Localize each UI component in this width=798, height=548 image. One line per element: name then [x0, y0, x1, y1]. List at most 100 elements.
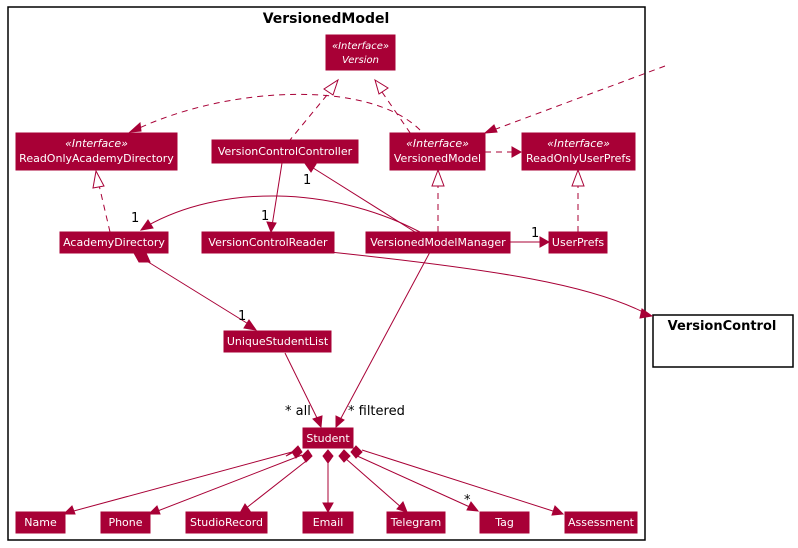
composition-diamond-5 [350, 445, 363, 459]
edge-usl-to-student [284, 352, 319, 421]
node-vcc-box [211, 139, 359, 164]
mult-ad-to-usl: 1 [238, 309, 246, 324]
node-assessment: Assessment [564, 511, 638, 534]
node-ad-label: AcademyDirectory [63, 236, 165, 249]
node-phone: Phone [100, 511, 151, 534]
versioned-model-package: VersionedModel [7, 6, 646, 541]
mult-usl-to-student: * all [285, 404, 311, 419]
mult-student-to-tag: * [464, 493, 471, 508]
composition-diamond-3 [322, 449, 334, 464]
node-vmm-label: VersionedModelManager [370, 236, 506, 249]
edge-student-to-telegram [344, 457, 403, 509]
node-name-box [15, 511, 66, 534]
node-name-label: Name [24, 516, 57, 529]
node-unique-student-list: UniqueStudentList [223, 330, 332, 353]
edge-vmm-to-student [339, 251, 431, 421]
node-vm-label: VersionedModel [394, 152, 481, 165]
arrowhead-usl-to-student [312, 415, 323, 429]
mult-vmm-to-vcc: 1 [303, 173, 311, 188]
realization-arrow-vm [374, 78, 389, 95]
arrowhead-vm-to-road [128, 121, 142, 133]
arrowhead-student-to-assessment [551, 505, 565, 516]
node-student-label: Student [306, 432, 350, 445]
node-version: «Interface» Version [325, 34, 396, 71]
edge-vcr-to-vc [329, 251, 646, 314]
realization-arrow-vmm [431, 168, 445, 187]
node-versioned-model: «Interface» VersionedModel [389, 132, 486, 171]
node-up-label: UserPrefs [552, 236, 604, 249]
node-vm-box [389, 132, 486, 171]
node-roup-label: ReadOnlyUserPrefs [526, 152, 631, 165]
node-studio-record-box [185, 511, 268, 534]
student-composition-diamonds [291, 445, 363, 464]
node-student-box [302, 427, 354, 449]
node-version-control-reader: VersionControlReader [201, 231, 335, 254]
node-roup-box [521, 132, 636, 171]
arrowhead-student-to-email [322, 502, 334, 514]
node-vm-stereotype: «Interface» [406, 137, 469, 150]
arrowhead-student-to-tag [466, 501, 480, 512]
package-title: VersionedModel [263, 11, 390, 27]
node-tag-label: Tag [494, 516, 514, 529]
node-roup-stereotype: «Interface» [547, 137, 610, 150]
node-tag: Tag [479, 511, 530, 534]
node-telegram-label: Telegram [390, 516, 441, 529]
edge-student-to-name [69, 451, 293, 513]
node-assessment-label: Assessment [568, 516, 635, 529]
node-email: Email [302, 511, 354, 534]
edge-ad-realizes-road [98, 184, 111, 233]
arrowhead-student-to-name [62, 505, 76, 515]
node-up-box [548, 231, 608, 254]
edge-student-to-tag [354, 454, 473, 509]
edge-vcc-realizes-version [289, 94, 328, 141]
version-control-title: VersionControl [668, 319, 777, 334]
edge-student-to-assessment [361, 449, 557, 513]
mult-vmm-to-ad: 1 [131, 211, 139, 226]
realization-arrow-up [571, 168, 585, 187]
composition-diamond-ad [133, 252, 151, 263]
node-studio-record-label: StudioRecord [190, 516, 263, 529]
node-vmm-box [365, 231, 511, 254]
node-user-prefs: UserPrefs [548, 231, 608, 254]
realization-arrow-ad [92, 169, 105, 189]
edge-vm-realizes-version [381, 91, 416, 141]
node-version-control-controller: VersionControlController [211, 139, 359, 164]
node-read-only-user-prefs: «Interface» ReadOnlyUserPrefs [521, 132, 636, 171]
arrowhead-vcc-to-vcr [266, 221, 277, 234]
node-studio-record: StudioRecord [185, 511, 268, 534]
arrowhead-vmm-to-ad [139, 219, 154, 231]
edge-ad-to-usl [144, 259, 251, 326]
node-road-box [15, 132, 178, 171]
version-control-frame [652, 314, 794, 368]
arrowhead-vm-to-roup [511, 146, 523, 158]
node-tag-box [479, 511, 530, 534]
node-usl-label: UniqueStudentList [227, 335, 329, 348]
node-telegram: Telegram [386, 511, 446, 534]
node-email-box [302, 511, 354, 534]
edge-vcc-to-vcr [271, 162, 283, 227]
edge-vm-to-road [134, 93, 421, 131]
node-versioned-model-manager: VersionedModelManager [365, 231, 511, 254]
arrowhead-student-to-telegram [396, 501, 408, 513]
node-vcr-box [201, 231, 335, 254]
arrowhead-ad-to-usl [243, 319, 258, 331]
edge-student-to-studio [244, 457, 311, 510]
edge-external-to-vm [487, 65, 666, 133]
mult-vmm-to-student: * filtered [348, 404, 405, 419]
version-control-package: VersionControl [652, 314, 794, 368]
edge-student-to-phone [154, 454, 303, 513]
node-vcc-label: VersionControlController [218, 145, 353, 158]
node-read-only-academy-directory: «Interface» ReadOnlyAcademyDirectory [15, 132, 178, 171]
node-telegram-box [386, 511, 446, 534]
edge-vmm-to-ad [146, 195, 421, 233]
node-ad-box [59, 231, 169, 254]
node-version-stereotype: «Interface» [332, 41, 389, 52]
node-road-stereotype: «Interface» [65, 137, 128, 150]
arrowhead-vmm-to-up [539, 236, 551, 248]
mult-vmm-to-up: 1 [531, 226, 539, 241]
node-academy-directory: AcademyDirectory [59, 231, 169, 254]
realization-arrow-vcc [323, 78, 339, 96]
mult-vcc-to-vcr: 1 [261, 209, 269, 224]
node-email-label: Email [313, 516, 344, 529]
